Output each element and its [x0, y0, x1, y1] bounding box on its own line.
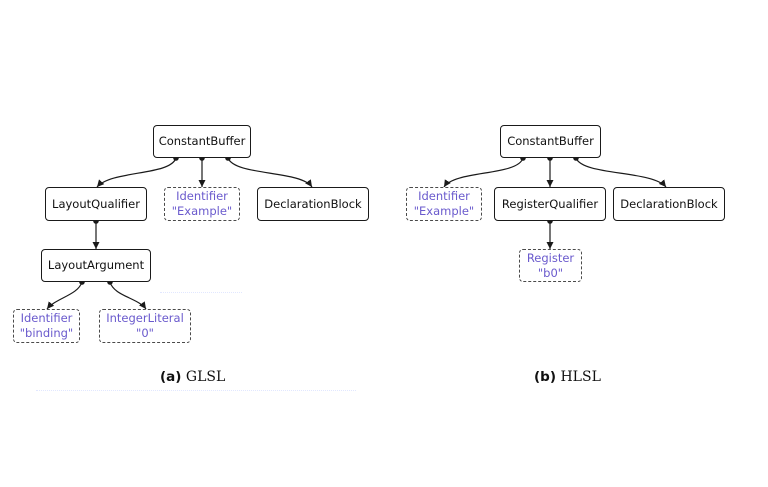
edge-layoutargument-identifier-binding — [46, 281, 83, 310]
node-hlsl-constant-buffer: ConstantBuffer — [500, 125, 601, 158]
edge-hlsl-constantbuffer-identifier — [443, 157, 524, 188]
node-type: IntegerLiteral — [106, 311, 184, 325]
node-label: ConstantBuffer — [507, 134, 594, 148]
faint-artifact — [36, 390, 356, 439]
node-type: Identifier — [20, 311, 73, 325]
node-value: "0" — [136, 326, 154, 340]
edge-hlsl-constantbuffer-declarationblock — [575, 157, 667, 188]
node-label: RegisterQualifier — [501, 196, 599, 211]
node-label: LayoutArgument — [47, 258, 145, 272]
caption-tag: (b) — [534, 369, 557, 385]
caption-tag: (a) — [160, 369, 182, 385]
caption-text: HLSL — [560, 369, 601, 385]
node-label: DeclarationBlock — [620, 196, 718, 211]
node-identifier-example: Identifier "Example" — [164, 187, 240, 221]
caption-glsl: (a) GLSL — [160, 369, 225, 385]
node-hlsl-declaration-block: DeclarationBlock — [613, 187, 725, 221]
node-declaration-block: DeclarationBlock — [257, 187, 369, 221]
node-label: ConstantBuffer — [158, 134, 246, 148]
node-hlsl-identifier-example: Identifier "Example" — [406, 187, 482, 221]
node-type: Identifier — [176, 189, 228, 203]
node-layout-argument: LayoutArgument — [41, 249, 151, 282]
node-value: "binding" — [19, 326, 74, 340]
node-register-qualifier: RegisterQualifier — [494, 187, 606, 221]
node-label: LayoutQualifier — [52, 196, 140, 211]
node-type: Identifier — [418, 189, 470, 203]
node-type: Register — [526, 250, 575, 265]
node-layout-qualifier: LayoutQualifier — [45, 187, 147, 221]
edge-constantbuffer-layoutqualifier — [96, 157, 177, 188]
node-constant-buffer: ConstantBuffer — [153, 125, 251, 158]
node-value: "Example" — [171, 204, 233, 218]
node-label: DeclarationBlock — [264, 196, 362, 211]
node-register: Register "b0" — [519, 249, 582, 282]
edge-layoutargument-integerliteral — [109, 281, 147, 310]
edge-constantbuffer-declarationblock — [227, 157, 313, 188]
caption-text: GLSL — [185, 369, 226, 385]
node-value: "Example" — [413, 204, 475, 218]
faint-artifact — [160, 262, 242, 293]
node-integer-literal: IntegerLiteral "0" — [99, 309, 191, 343]
caption-hlsl: (b) HLSL — [534, 369, 601, 385]
node-value: "b0" — [537, 265, 564, 280]
node-identifier-binding: Identifier "binding" — [13, 309, 80, 343]
